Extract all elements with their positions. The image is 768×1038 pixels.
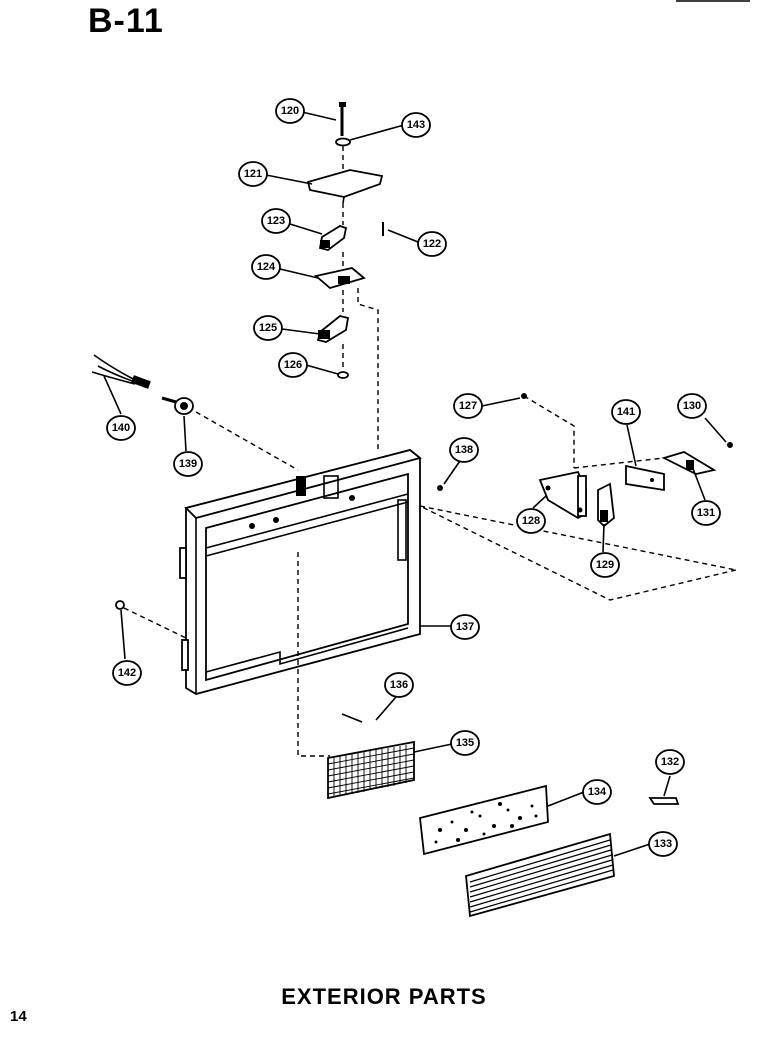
callout-138: 138 <box>449 437 479 463</box>
hinge-123 <box>318 225 348 251</box>
callout-143: 143 <box>401 112 431 138</box>
callout-131: 131 <box>691 500 721 526</box>
cord-140 <box>91 354 151 389</box>
svg-text:129: 129 <box>596 559 614 571</box>
svg-text:121: 121 <box>244 168 262 180</box>
callout-128: 128 <box>516 508 546 534</box>
svg-text:122: 122 <box>423 238 441 250</box>
screw-127 <box>521 393 527 399</box>
callout-139: 139 <box>173 451 203 477</box>
screw-130 <box>727 442 733 448</box>
callout-137: 137 <box>450 614 480 640</box>
diagram-title: EXTERIOR PARTS <box>281 984 487 1009</box>
hinge-125 <box>316 315 350 343</box>
callout-136: 136 <box>384 672 414 698</box>
callout-142: 142 <box>112 660 142 686</box>
svg-text:139: 139 <box>179 458 197 470</box>
nut-126 <box>337 371 349 379</box>
callout-122: 122 <box>417 231 447 257</box>
screw-136 <box>341 713 363 723</box>
svg-text:120: 120 <box>281 105 299 117</box>
svg-text:138: 138 <box>455 444 473 456</box>
page-code: B-11 <box>88 2 164 40</box>
callout-130: 130 <box>677 393 707 419</box>
svg-text:131: 131 <box>697 507 715 519</box>
bracket-121 <box>306 169 384 204</box>
callout-140: 140 <box>106 415 136 441</box>
svg-text:128: 128 <box>522 515 540 527</box>
callout-132: 132 <box>655 749 685 775</box>
svg-text:141: 141 <box>617 406 635 418</box>
bracket-128 <box>538 470 587 520</box>
callout-124: 124 <box>251 254 281 280</box>
svg-text:136: 136 <box>390 679 408 691</box>
callout-129: 129 <box>590 552 620 578</box>
callout-134: 134 <box>582 779 612 805</box>
svg-text:133: 133 <box>654 838 672 850</box>
callout-126: 126 <box>278 352 308 378</box>
svg-text:135: 135 <box>456 737 474 749</box>
bracket-131 <box>661 451 717 475</box>
assembly-line-139-frame <box>195 411 299 471</box>
assembly-line-124-frame <box>357 288 379 452</box>
svg-text:124: 124 <box>257 261 276 273</box>
grille-135 <box>327 740 415 800</box>
svg-text:130: 130 <box>683 400 701 412</box>
callout-123: 123 <box>261 208 291 234</box>
svg-text:125: 125 <box>259 322 277 334</box>
assembly-line-127-128 <box>523 395 575 468</box>
callout-121: 121 <box>238 161 268 187</box>
assembly-line-right-lower <box>419 505 737 601</box>
screw-142 <box>115 600 125 610</box>
svg-text:126: 126 <box>284 359 302 371</box>
plate-124 <box>314 267 366 290</box>
leader-135 <box>413 743 453 753</box>
callout-127: 127 <box>453 393 483 419</box>
assembly-line-128-131 <box>573 457 665 469</box>
svg-text:123: 123 <box>267 215 285 227</box>
washer-143 <box>335 137 351 147</box>
assembly-line-142-frame <box>123 607 187 639</box>
callout-leaders <box>103 111 727 721</box>
screw-120 <box>339 102 346 136</box>
key-132 <box>648 797 680 805</box>
page-number: 14 <box>10 1008 27 1025</box>
plate-141 <box>625 464 665 492</box>
svg-text:132: 132 <box>661 756 679 768</box>
latch-129 <box>597 482 615 528</box>
grille-133 <box>465 832 615 918</box>
leader-134 <box>547 791 585 807</box>
filter-134 <box>419 784 549 856</box>
callout-141: 141 <box>611 399 641 425</box>
leader-133 <box>613 843 651 857</box>
assembly-line-frame-135 <box>297 552 330 757</box>
screw-138 <box>437 485 443 491</box>
svg-text:140: 140 <box>112 422 130 434</box>
svg-text:137: 137 <box>456 621 474 633</box>
front-frame-137 <box>179 449 422 695</box>
leader-132 <box>663 775 671 797</box>
callout-133: 133 <box>648 831 678 857</box>
connector-139 <box>161 396 194 415</box>
svg-text:142: 142 <box>118 667 136 679</box>
callout-135: 135 <box>450 730 480 756</box>
callout-125: 125 <box>253 315 283 341</box>
svg-text:143: 143 <box>407 119 425 131</box>
svg-text:134: 134 <box>588 786 607 798</box>
svg-text:127: 127 <box>459 400 477 412</box>
callout-120: 120 <box>275 98 305 124</box>
